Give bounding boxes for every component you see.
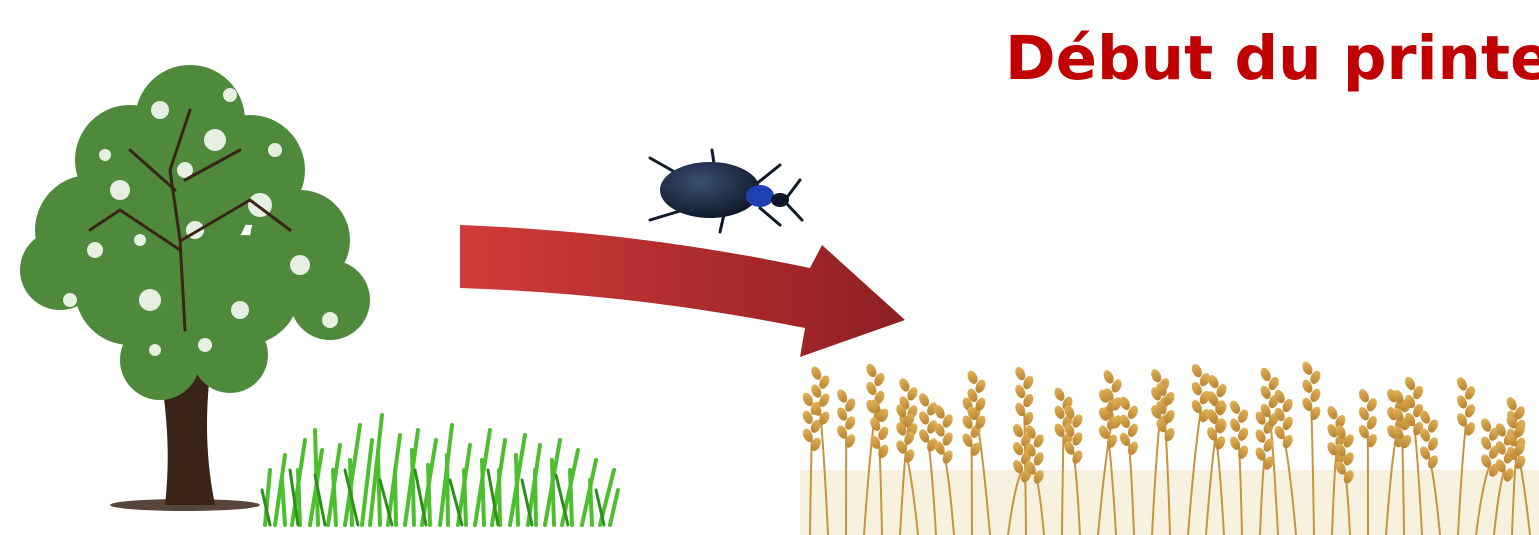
slide-title: Début du printem [1005,28,1539,89]
tree-illustration [20,65,370,511]
wheat-field-illustration [800,360,1539,535]
curved-arrow [460,225,905,357]
grass-illustration [262,415,618,525]
